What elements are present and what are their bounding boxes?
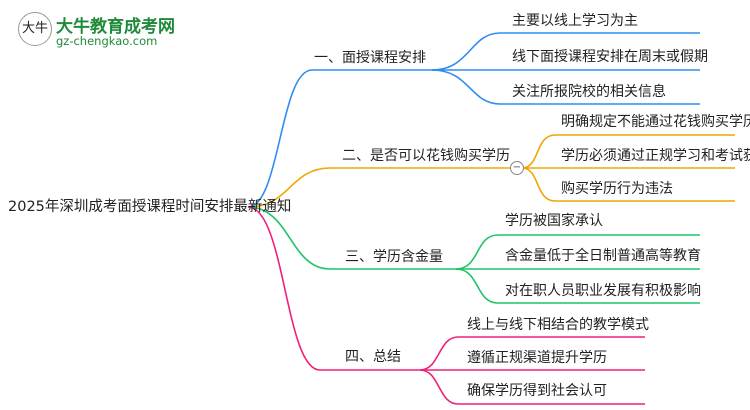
branch-4-node[interactable]: 四、总结 — [345, 349, 401, 365]
branch-3-node[interactable]: 三、学历含金量 — [345, 249, 443, 265]
branch-1-child-1[interactable]: 主要以线上学习为主 — [512, 13, 638, 29]
logo-badge-icon: 大牛 — [18, 12, 52, 46]
root-node[interactable]: 2025年深圳成考面授课程时间安排最新通知 — [8, 199, 292, 215]
branch-1-child-3[interactable]: 关注所报院校的相关信息 — [512, 84, 666, 100]
branch-4-child-3[interactable]: 确保学历得到社会认可 — [467, 383, 607, 399]
branch-3-child-3[interactable]: 对在职人员职业发展有积极影响 — [505, 283, 701, 299]
logo-title: 大牛教育成考网 — [56, 17, 175, 37]
branch-4-child-2[interactable]: 遵循正规渠道提升学历 — [467, 350, 607, 366]
branch-3-child-1[interactable]: 学历被国家承认 — [505, 213, 603, 229]
branch-2-child-2[interactable]: 学历必须通过正规学习和考试获得 — [561, 148, 750, 164]
branch-2-child-3[interactable]: 购买学历行为违法 — [561, 181, 673, 197]
logo: 大牛 大牛教育成考网 gz-chengkao.com — [18, 10, 175, 50]
collapse-toggle-button[interactable]: − — [510, 161, 524, 175]
branch-1-child-2[interactable]: 线下面授课程安排在周末或假期 — [512, 49, 708, 65]
logo-url: gz-chengkao.com — [56, 34, 158, 48]
branch-3-child-2[interactable]: 含金量低于全日制普通高等教育 — [505, 248, 701, 264]
branch-2-child-1[interactable]: 明确规定不能通过花钱购买学历 — [561, 114, 750, 130]
branch-4-child-1[interactable]: 线上与线下相结合的教学模式 — [467, 317, 649, 333]
branch-1-node[interactable]: 一、面授课程安排 — [314, 50, 426, 66]
branch-2-node[interactable]: 二、是否可以花钱购买学历 — [342, 148, 510, 164]
